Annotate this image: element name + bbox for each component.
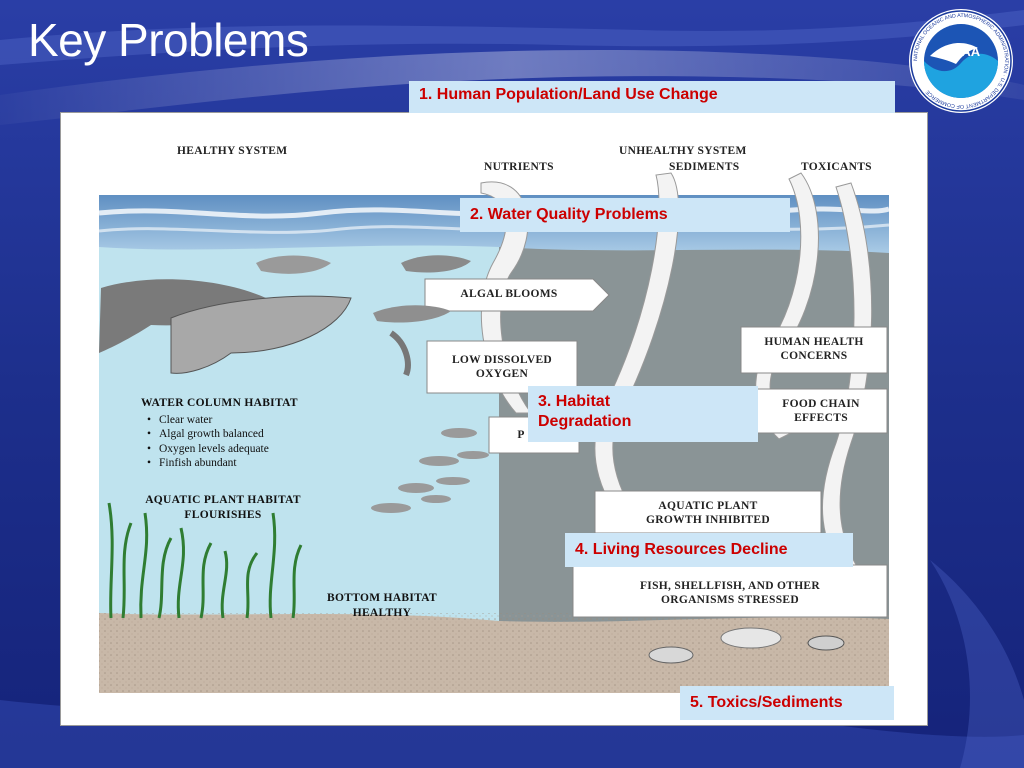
aquatic-plant-habitat-line2: FLOURISHES — [184, 508, 262, 521]
toxicants-label: TOXICANTS — [801, 161, 872, 173]
callout-habitat-degradation: 3. Habitat Degradation — [528, 386, 758, 442]
callout-water-quality: 2. Water Quality Problems — [460, 198, 790, 232]
bottom-habitat-line2: HEALTHY — [352, 606, 412, 619]
low-do-label-2: OXYGEN — [475, 368, 529, 380]
algal-blooms-label: ALGAL BLOOMS — [460, 288, 558, 300]
food-chain-box — [754, 388, 888, 434]
human-health-label-2: CONCERNS — [780, 350, 848, 362]
healthy-system-header: HEALTHY SYSTEM — [177, 145, 288, 157]
bottom-habitat-line1: BOTTOM HABITAT — [327, 592, 437, 604]
fish-stressed-label-2: ORGANISMS STRESSED — [660, 594, 799, 606]
aquatic-plant-box — [594, 490, 822, 534]
callout-land-use: 1. Human Population/Land Use Change — [409, 81, 895, 113]
human-health-box — [740, 326, 888, 374]
water-column-item: Finfish abundant — [147, 456, 298, 471]
large-fish-illustration — [99, 255, 471, 377]
water-column-item: Clear water — [147, 413, 298, 428]
unhealthy-system-header: UNHEALTHY SYSTEM — [619, 145, 747, 157]
nutrients-label: NUTRIENTS — [484, 161, 554, 173]
callout-habitat-line2: Degradation — [538, 413, 632, 430]
fish-stressed-box — [572, 564, 888, 618]
shellfish-illustration — [648, 627, 845, 664]
low-do-label-1: LOW DISSOLVED — [451, 354, 553, 366]
noaa-logo: NOAA NATIONAL OCEANIC AND ATMOSPHERIC AD… — [909, 9, 1013, 113]
aquatic-plant-label-2: GROWTH INHIBITED — [646, 514, 770, 526]
noaa-logo-label: NOAA — [942, 44, 981, 59]
water-column-habitat: WATER COLUMN HABITAT Clear water Algal g… — [141, 396, 298, 471]
callout-habitat-line1: 3. Habitat — [538, 393, 611, 410]
low-do-box — [426, 340, 578, 394]
slide-title: Key Problems — [28, 14, 309, 66]
bottom-habitat: BOTTOM HABITAT HEALTHY — [307, 591, 457, 620]
fish-stressed-label-1: FISH, SHELLFISH, AND OTHER — [639, 580, 821, 592]
partial-box-label: P — [517, 429, 525, 441]
aquatic-plant-habitat: AQUATIC PLANT HABITAT FLOURISHES — [123, 493, 323, 522]
sediments-label: SEDIMENTS — [669, 161, 740, 173]
callout-toxics-sediments: 5. Toxics/Sediments — [680, 686, 894, 720]
callout-living-resources: 4. Living Resources Decline — [565, 533, 853, 567]
food-chain-label-2: EFFECTS — [794, 412, 848, 424]
small-fish-school — [371, 428, 489, 513]
aquatic-plant-label-1: AQUATIC PLANT — [658, 500, 758, 512]
human-health-label-1: HUMAN HEALTH — [764, 336, 864, 348]
aquatic-plants — [107, 502, 303, 619]
food-chain-label-1: FOOD CHAIN — [782, 398, 860, 410]
aquatic-plant-habitat-line1: AQUATIC PLANT HABITAT — [145, 494, 301, 506]
water-column-item: Algal growth balanced — [147, 427, 298, 442]
water-column-item: Oxygen levels adequate — [147, 442, 298, 457]
water-column-heading: WATER COLUMN HABITAT — [141, 397, 298, 409]
